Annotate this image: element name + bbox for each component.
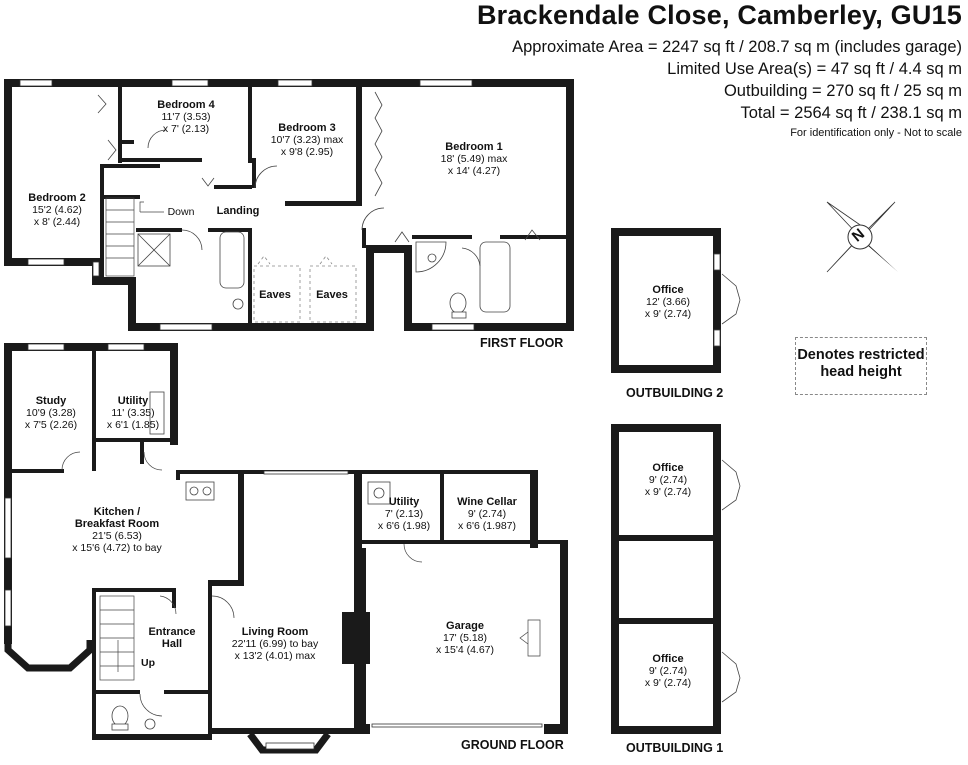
room-wine-cellar: Wine Cellar 9' (2.74) x 6'6 (1.987) [457, 496, 517, 532]
property-title: Brackendale Close, Camberley, GU15 [476, 0, 962, 30]
room-name: Study [35, 395, 67, 407]
first-floor-stairs [105, 197, 164, 277]
room-name: Office [652, 653, 684, 665]
north-compass-icon [826, 201, 898, 273]
room-eaves-2: Eaves [316, 289, 348, 301]
outbuilding-2-doors [713, 253, 741, 347]
room-dim-2: x 15'6 (4.72) to bay [72, 542, 162, 554]
room-dim-1: 7' (2.13) [384, 508, 424, 520]
room-office-outbuilding-1a: Office 9' (2.74) x 9' (2.74) [645, 462, 691, 498]
room-utility-1: Utility 11' (3.35) x 6'1 (1.85) [107, 395, 159, 431]
room-bedroom-1: Bedroom 1 18' (5.49) max x 14' (4.27) [441, 141, 508, 177]
room-dim-2: x 15'4 (4.67) [435, 644, 495, 656]
room-name: Utility [117, 395, 149, 407]
room-dim-1: 18' (5.49) max [440, 153, 508, 165]
approx-area: Approximate Area = 2247 sq ft / 208.7 sq… [512, 38, 962, 56]
room-name-line2: Breakfast Room [74, 518, 160, 530]
ground-floor-fixtures [111, 391, 391, 731]
room-dim-2: x 9' (2.74) [644, 486, 692, 498]
ground-floor-windows [4, 343, 543, 750]
ground-floor-walls [4, 343, 568, 740]
room-name: Bedroom 3 [278, 122, 336, 134]
room-study: Study 10'9 (3.28) x 7'5 (2.26) [25, 395, 77, 431]
room-dim-2: x 13'2 (4.01) max [234, 650, 316, 662]
room-kitchen-breakfast: Kitchen / Breakfast Room 21'5 (6.53) x 1… [72, 506, 162, 554]
scale-note: For identification only - Not to scale [790, 127, 962, 139]
first-floor-label: FIRST FLOOR [480, 336, 564, 350]
room-name: Bedroom 2 [28, 192, 86, 204]
eaves-restricted-areas [253, 255, 357, 323]
room-dim-2: x 6'6 (1.98) [377, 520, 431, 532]
room-dim-1: 15'2 (4.62) [32, 204, 82, 216]
stairs-up-label: Up [141, 657, 155, 669]
first-floor-bath-fixtures [137, 231, 511, 319]
room-dim-1: 12' (3.66) [645, 296, 691, 308]
total-area: Total = 2564 sq ft / 238.1 sq m [740, 104, 962, 122]
room-dim-2: x 6'1 (1.85) [106, 419, 160, 431]
ground-floor-bays [4, 624, 331, 754]
room-office-outbuilding-2: Office 12' (3.66) x 9' (2.74) [645, 284, 691, 320]
room-name: Eaves [259, 289, 291, 301]
outbuilding-1-walls [611, 424, 721, 734]
ground-floor-stairs [61, 451, 541, 717]
room-eaves-1: Eaves [259, 289, 291, 301]
restricted-height-label: Denotes restricted head height [797, 347, 925, 380]
room-dim-2: x 7'5 (2.26) [24, 419, 78, 431]
room-name: Landing [216, 205, 260, 217]
limited-use-area: Limited Use Area(s) = 47 sq ft / 4.4 sq … [667, 60, 962, 78]
room-dim-1: 10'7 (3.23) max [270, 134, 344, 146]
room-name-line2: Hall [161, 638, 183, 650]
room-garage: Garage 17' (5.18) x 15'4 (4.67) [436, 620, 494, 656]
room-name-line1: Kitchen / [93, 506, 141, 518]
outbuilding-1-doors [721, 459, 741, 703]
room-name: Office [652, 462, 684, 474]
room-name: Eaves [316, 289, 348, 301]
room-name-line1: Entrance [148, 626, 196, 638]
room-dim-2: x 7' (2.13) [162, 123, 210, 135]
room-bedroom-2: Bedroom 2 15'2 (4.62) x 8' (2.44) [28, 192, 85, 228]
room-dim-1: 9' (2.74) [648, 665, 688, 677]
room-bedroom-3: Bedroom 3 10'7 (3.23) max x 9'8 (2.95) [271, 122, 344, 158]
room-dim-2: x 8' (2.44) [33, 216, 81, 228]
room-dim-2: x 9' (2.74) [644, 308, 692, 320]
room-name: Bedroom 1 [445, 141, 503, 153]
room-living-room: Living Room 22'11 (6.99) to bay x 13'2 (… [232, 626, 318, 662]
room-dim-1: 11' (3.35) [111, 407, 155, 419]
room-entrance-hall: Entrance Hall [148, 626, 195, 650]
outbuilding-area: Outbuilding = 270 sq ft / 25 sq m [723, 82, 962, 100]
room-name: Garage [446, 620, 484, 632]
room-office-outbuilding-1b: Office 9' (2.74) x 9' (2.74) [645, 653, 691, 689]
outbuilding-2-walls [611, 228, 721, 373]
room-dim-1: 21'5 (6.53) [92, 530, 142, 542]
room-landing: Landing [217, 205, 260, 217]
first-floor-doors [97, 91, 541, 267]
room-name: Living Room [241, 626, 309, 638]
outbuilding-2-label: OUTBUILDING 2 [626, 386, 724, 400]
room-dim-1: 9' (2.74) [648, 474, 688, 486]
outbuilding-1-label: OUTBUILDING 1 [626, 741, 724, 755]
room-dim-1: 17' (5.18) [442, 632, 488, 644]
room-name: Bedroom 4 [157, 99, 215, 111]
room-dim-1: 9' (2.74) [467, 508, 507, 520]
room-bedroom-4: Bedroom 4 11'7 (3.53) x 7' (2.13) [157, 99, 214, 135]
room-dim-1: 10'9 (3.28) [26, 407, 76, 419]
stairs-down-label: Down [167, 206, 195, 218]
ground-floor-label: GROUND FLOOR [461, 738, 564, 752]
room-name: Wine Cellar [457, 496, 517, 508]
first-floor-windows [19, 79, 475, 331]
room-utility-2: Utility 7' (2.13) x 6'6 (1.98) [378, 496, 430, 532]
room-name: Utility [388, 496, 420, 508]
room-dim-2: x 9' (2.74) [644, 677, 692, 689]
room-dim-2: x 6'6 (1.987) [457, 520, 517, 532]
room-dim-2: x 9'8 (2.95) [280, 146, 334, 158]
room-dim-1: 22'11 (6.99) to bay [231, 638, 319, 650]
room-name: Office [652, 284, 684, 296]
room-dim-2: x 14' (4.27) [447, 165, 501, 177]
room-dim-1: 11'7 (3.53) [161, 111, 211, 123]
restricted-height-legend [795, 337, 927, 395]
